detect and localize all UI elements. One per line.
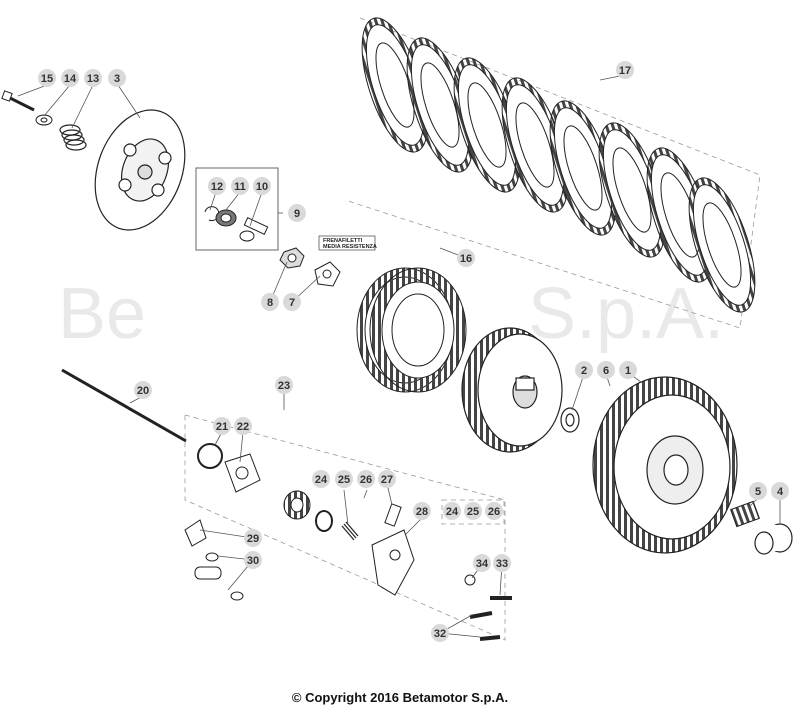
svg-text:28: 28: [416, 506, 428, 518]
callout-25b: 25: [464, 502, 482, 520]
svg-text:34: 34: [476, 558, 489, 570]
svg-text:26: 26: [488, 506, 500, 518]
svg-text:25: 25: [338, 474, 350, 486]
clutch-plate-stack: [361, 17, 756, 313]
svg-text:2: 2: [581, 365, 587, 377]
bushing: [754, 523, 793, 555]
svg-text:13: 13: [87, 73, 99, 85]
callout-21: 21: [213, 417, 231, 435]
svg-text:32: 32: [434, 628, 446, 640]
svg-text:24: 24: [446, 506, 459, 518]
callout-9: 9: [288, 204, 306, 222]
clutch-spring: [59, 124, 87, 151]
spring-washer: [35, 114, 53, 126]
callout-23: 23: [275, 376, 293, 394]
callout-1: 1: [619, 361, 637, 379]
callouts: 15 14 13 3 17 12 11 10 9 16 8 7 2 6 1 20…: [38, 61, 789, 642]
clutch-basket: [592, 376, 738, 554]
callout-13: 13: [84, 69, 102, 87]
svg-text:27: 27: [381, 474, 393, 486]
callout-15: 15: [38, 69, 56, 87]
spring-bolt: [1, 90, 35, 112]
friction-disc-pack: [356, 267, 467, 393]
copyright-notice: © Copyright 2016 Betamotor S.p.A.: [291, 690, 509, 705]
callout-22: 22: [234, 417, 252, 435]
callout-11: 11: [231, 177, 249, 195]
svg-text:4: 4: [777, 486, 784, 498]
callout-7: 7: [283, 293, 301, 311]
callout-12: 12: [208, 177, 226, 195]
thrust-washer: [560, 407, 580, 433]
svg-text:17: 17: [619, 65, 631, 77]
svg-text:1: 1: [625, 365, 631, 377]
svg-text:25: 25: [467, 506, 479, 518]
callout-6: 6: [597, 361, 615, 379]
callout-24: 24: [312, 470, 330, 488]
svg-text:29: 29: [247, 533, 259, 545]
pushrod-assembly: [195, 167, 279, 251]
inner-clutch-hub: [461, 327, 563, 453]
callout-28: 28: [413, 502, 431, 520]
clutch-nut: [279, 247, 305, 269]
callout-8: 8: [261, 293, 279, 311]
svg-text:15: 15: [41, 73, 53, 85]
callout-26b: 26: [485, 502, 503, 520]
long-pushrod: [61, 368, 187, 443]
callout-20: 20: [134, 381, 152, 399]
pressure-plate: [94, 109, 186, 231]
svg-text:23: 23: [278, 380, 290, 392]
svg-text:10: 10: [256, 181, 268, 193]
callout-2: 2: [575, 361, 593, 379]
plate-2: [406, 37, 474, 173]
callout-24b: 24: [443, 502, 461, 520]
svg-text:9: 9: [294, 208, 300, 220]
callout-27: 27: [378, 470, 396, 488]
watermark-right: S.p.A.: [528, 274, 724, 354]
callout-5: 5: [749, 482, 767, 500]
callout-25: 25: [335, 470, 353, 488]
callout-3: 3: [108, 69, 126, 87]
callout-30: 30: [244, 551, 262, 569]
callout-32: 32: [431, 624, 449, 642]
note-line-1: FRENAFILETTI: [323, 238, 363, 244]
svg-text:16: 16: [460, 253, 472, 265]
note-line-2: MEDIA RESISTENZA: [323, 244, 377, 250]
svg-text:22: 22: [237, 421, 249, 433]
svg-text:21: 21: [216, 421, 228, 433]
lock-washer: [314, 261, 341, 287]
watermark-left: Be: [58, 274, 146, 354]
release-parts: [184, 443, 512, 641]
callout-14: 14: [61, 69, 79, 87]
svg-text:8: 8: [267, 297, 273, 309]
plate-8: [688, 177, 756, 313]
callout-4: 4: [771, 482, 789, 500]
svg-text:30: 30: [247, 555, 259, 567]
callout-29: 29: [244, 529, 262, 547]
svg-text:12: 12: [211, 181, 223, 193]
callout-26: 26: [357, 470, 375, 488]
svg-text:24: 24: [315, 474, 328, 486]
svg-text:14: 14: [64, 73, 77, 85]
svg-text:3: 3: [114, 73, 120, 85]
svg-text:26: 26: [360, 474, 372, 486]
callout-10: 10: [253, 177, 271, 195]
callout-34: 34: [473, 554, 491, 572]
threadlocker-note: FRENAFILETTI MEDIA RESISTENZA: [318, 235, 377, 251]
svg-text:7: 7: [289, 297, 295, 309]
svg-text:20: 20: [137, 385, 149, 397]
svg-text:11: 11: [234, 181, 246, 193]
callout-17: 17: [616, 61, 634, 79]
svg-text:6: 6: [603, 365, 609, 377]
callout-33: 33: [493, 554, 511, 572]
svg-text:33: 33: [496, 558, 508, 570]
svg-text:5: 5: [755, 486, 761, 498]
callout-16: 16: [457, 249, 475, 267]
needle-bearing: [730, 500, 760, 528]
plate-6: [598, 122, 666, 258]
